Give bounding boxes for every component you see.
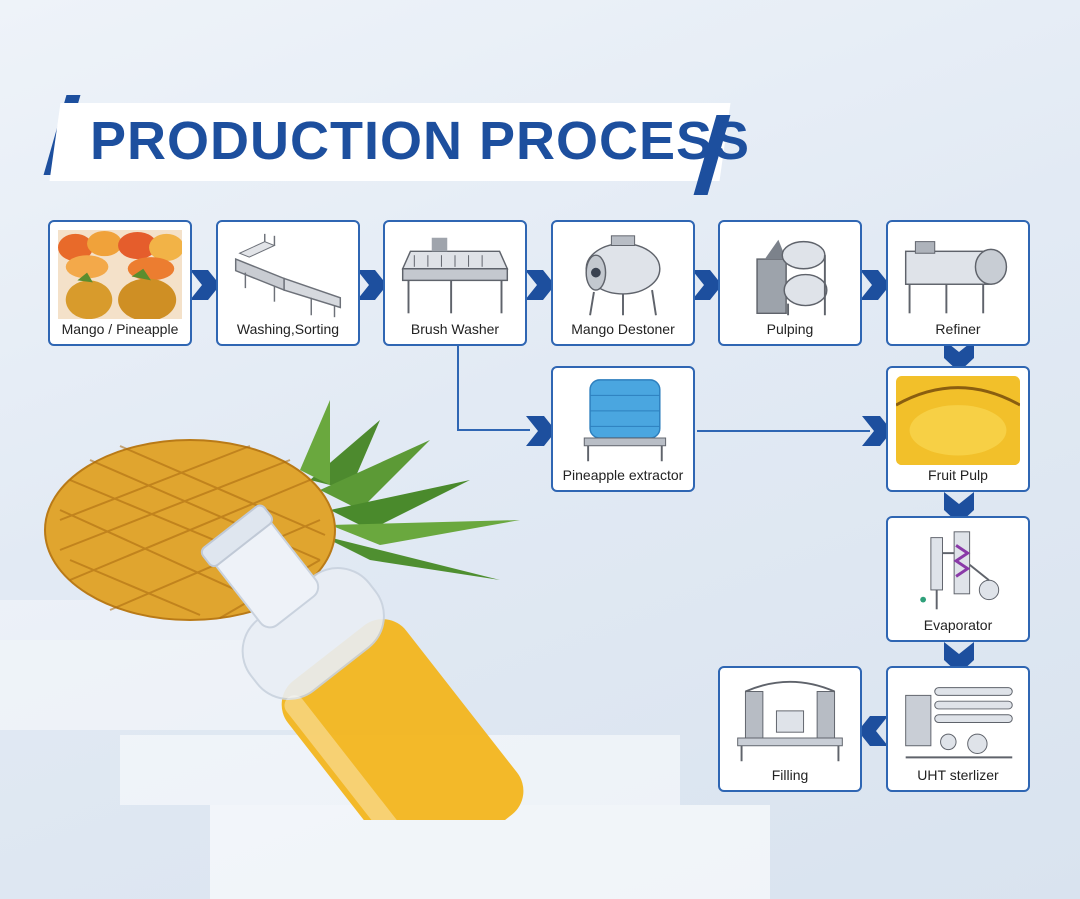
- step-washing-sorting: Washing,Sorting: [216, 220, 360, 346]
- step-evaporator: Evaporator: [886, 516, 1030, 642]
- hero-illustration: [0, 360, 560, 820]
- belt-press-icon: [561, 376, 685, 465]
- step-label: Evaporator: [888, 617, 1028, 633]
- step-mango-pineapple: Mango / Pineapple: [48, 220, 192, 346]
- mango-pineapple-icon: [58, 230, 182, 319]
- pulping-machine-icon: [728, 230, 852, 319]
- step-label: Pineapple extractor: [553, 467, 693, 483]
- step-pineapple-extractor: Pineapple extractor: [551, 366, 695, 492]
- step-brush-washer: Brush Washer: [383, 220, 527, 346]
- step-refiner: Refiner: [886, 220, 1030, 346]
- step-label: Brush Washer: [385, 321, 525, 337]
- step-fruit-pulp: Fruit Pulp: [886, 366, 1030, 492]
- refiner-icon: [896, 230, 1020, 319]
- step-label: Fruit Pulp: [888, 467, 1028, 483]
- pulp-bowl-icon: [896, 376, 1020, 465]
- step-label: Mango / Pineapple: [50, 321, 190, 337]
- step-pulping: Pulping: [718, 220, 862, 346]
- step-label: Refiner: [888, 321, 1028, 337]
- filling-machine-icon: [728, 676, 852, 765]
- step-filling: Filling: [718, 666, 862, 792]
- step-uht-sterilizer: UHT sterlizer: [886, 666, 1030, 792]
- washing-machine-icon: [226, 230, 350, 319]
- evaporator-icon: [896, 526, 1020, 615]
- step-label: Pulping: [720, 321, 860, 337]
- step-label: UHT sterlizer: [888, 767, 1028, 783]
- step-label: Filling: [720, 767, 860, 783]
- arrow-left-1: [858, 716, 888, 746]
- sterilizer-icon: [896, 676, 1020, 765]
- step-label: Washing,Sorting: [218, 321, 358, 337]
- destoner-icon: [561, 230, 685, 319]
- brush-washer-icon: [393, 230, 517, 319]
- step-label: Mango Destoner: [553, 321, 693, 337]
- step-mango-destoner: Mango Destoner: [551, 220, 695, 346]
